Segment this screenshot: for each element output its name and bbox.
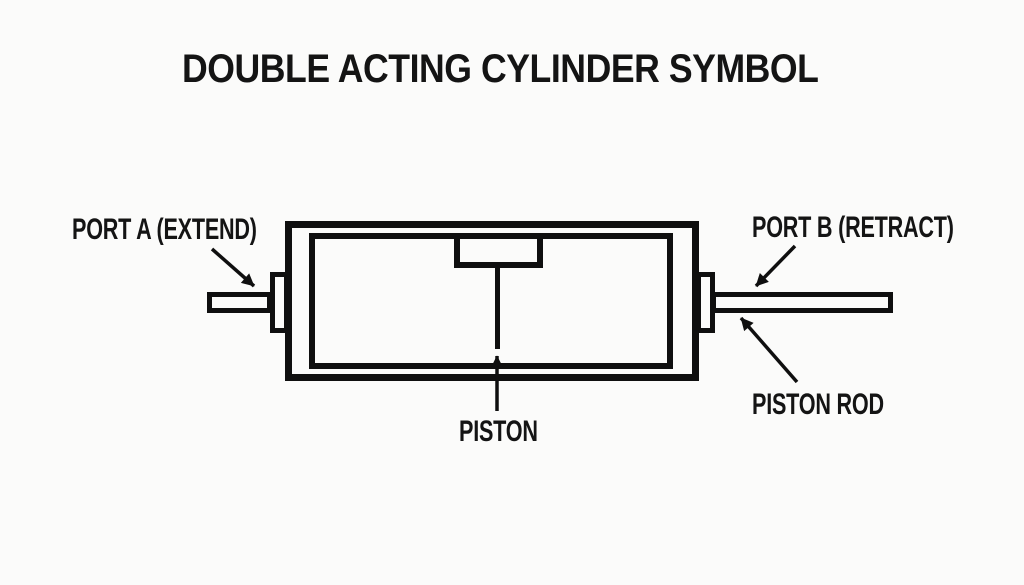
cylinder-barrel <box>285 221 699 381</box>
port-a-label: PORT A (EXTEND) <box>72 213 257 246</box>
piston-head-shape <box>454 233 543 268</box>
piston-rod-shape <box>711 292 893 313</box>
diagram-title: DOUBLE ACTING CYLINDER SYMBOL <box>182 47 819 91</box>
piston-stem-line <box>495 266 500 349</box>
piston-label: PISTON <box>459 415 538 448</box>
port-b-arrow <box>754 244 797 288</box>
port-a-arrow <box>210 247 256 288</box>
rear-rod-stub <box>207 292 272 313</box>
piston-rod-arrow <box>739 316 799 384</box>
port-b-label: PORT B (RETRACT) <box>752 211 954 244</box>
piston-rod-label: PISTON ROD <box>752 388 884 421</box>
